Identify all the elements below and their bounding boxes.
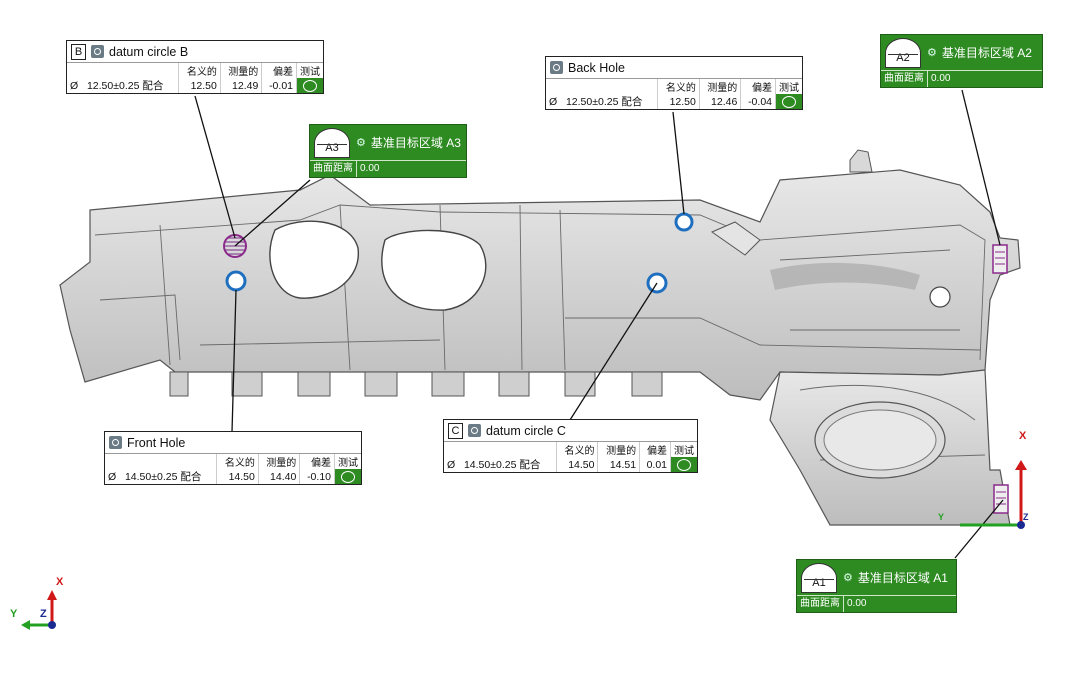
part-axis-x-label: X bbox=[1019, 430, 1027, 442]
leader-lines bbox=[194, 89, 1004, 559]
diameter-symbol: Ø bbox=[549, 96, 558, 108]
col-measured: 测量的 bbox=[698, 79, 741, 94]
col-deviation: 偏差 bbox=[639, 442, 671, 457]
target-title: 基准目标区域 A2 bbox=[941, 46, 1032, 60]
surface-distance-label: 曲面距离 bbox=[881, 71, 928, 87]
diameter-symbol: Ø bbox=[70, 80, 79, 92]
target-a2-callout[interactable]: A2 ⚙ 基准目标区域 A2 曲面距离 0.00 bbox=[880, 34, 1043, 88]
pass-circle-icon bbox=[303, 79, 317, 92]
datum-letter-b: B bbox=[71, 43, 86, 60]
circle-feature-icon bbox=[109, 436, 122, 449]
deviation-value: -0.10 bbox=[299, 469, 335, 484]
target-title: 基准目标区域 A1 bbox=[857, 571, 948, 585]
pass-indicator bbox=[296, 78, 323, 93]
nominal-value: 12.50 bbox=[178, 78, 221, 93]
col-deviation: 偏差 bbox=[740, 79, 776, 94]
target-a3-callout[interactable]: A3 ⚙ 基准目标区域 A3 曲面距离 0.00 bbox=[309, 124, 467, 178]
part-axis-y-label: Y bbox=[938, 512, 945, 522]
circle-feature-icon bbox=[550, 61, 563, 74]
view-axis-x-label: X bbox=[56, 576, 64, 588]
part-axis-triad bbox=[960, 460, 1027, 529]
fit-label: 配合 bbox=[621, 96, 643, 108]
datum-circle-c-callout[interactable]: C datum circle C 名义的 测量的 偏差 测试 Ø 14.50±0… bbox=[443, 419, 698, 473]
datum-circle-b-callout[interactable]: B datum circle B 名义的 测量的 偏差 测试 Ø 12.50±0… bbox=[66, 40, 324, 94]
deviation-value: -0.01 bbox=[261, 78, 297, 93]
deviation-value: -0.04 bbox=[740, 94, 776, 109]
fit-label: 配合 bbox=[142, 80, 164, 92]
col-nominal: 名义的 bbox=[178, 63, 221, 78]
target-a2-marker[interactable] bbox=[992, 244, 1008, 274]
back-hole-callout[interactable]: Back Hole 名义的 测量的 偏差 测试 Ø 12.50±0.25 配合 … bbox=[545, 56, 803, 110]
col-test: 测试 bbox=[775, 79, 802, 94]
target-badge: A1 bbox=[801, 562, 837, 593]
col-test: 测试 bbox=[334, 454, 361, 469]
view-axis-z-label: Z bbox=[40, 608, 47, 620]
callout-title: datum circle B bbox=[109, 44, 189, 59]
back-hole-marker[interactable] bbox=[674, 212, 694, 232]
col-nominal: 名义的 bbox=[555, 442, 598, 457]
callout-title: datum circle C bbox=[486, 423, 566, 438]
measured-value: 12.46 bbox=[698, 94, 741, 109]
diameter-symbol: Ø bbox=[108, 471, 117, 483]
pass-circle-icon bbox=[341, 470, 355, 483]
diameter-symbol: Ø bbox=[447, 459, 456, 471]
spec-value: 14.50±0.25 bbox=[124, 471, 178, 483]
callout-title: Back Hole bbox=[568, 60, 625, 75]
pass-indicator bbox=[775, 94, 802, 109]
target-area-icon: ⚙ bbox=[843, 572, 853, 584]
col-measured: 测量的 bbox=[219, 63, 262, 78]
nominal-value: 12.50 bbox=[657, 94, 700, 109]
view-axis-y-label: Y bbox=[10, 608, 18, 620]
spec-value: 12.50±0.25 bbox=[565, 96, 619, 108]
pass-circle-icon bbox=[677, 458, 691, 471]
front-hole-marker[interactable] bbox=[225, 270, 247, 292]
callout-title: Front Hole bbox=[127, 435, 186, 450]
measured-value: 14.40 bbox=[257, 469, 300, 484]
pass-indicator bbox=[334, 469, 361, 484]
col-nominal: 名义的 bbox=[657, 79, 700, 94]
front-hole-callout[interactable]: Front Hole 名义的 测量的 偏差 测试 Ø 14.50±0.25 配合… bbox=[104, 431, 362, 485]
part-axis-z-label: Z bbox=[1023, 512, 1029, 522]
fit-label: 配合 bbox=[180, 471, 202, 483]
deviation-value: 0.01 bbox=[639, 457, 671, 472]
target-title: 基准目标区域 A3 bbox=[370, 136, 461, 150]
target-area-icon: ⚙ bbox=[927, 47, 937, 59]
sheet-metal-part bbox=[59, 149, 1021, 526]
view-axis-triad bbox=[21, 590, 57, 630]
circle-feature-icon bbox=[468, 424, 481, 437]
pass-circle-icon bbox=[782, 95, 796, 108]
surface-distance-label: 曲面距离 bbox=[797, 596, 844, 612]
datum-letter-c: C bbox=[448, 422, 463, 439]
circle-feature-icon bbox=[91, 45, 104, 58]
nominal-value: 14.50 bbox=[216, 469, 259, 484]
spec-value: 14.50±0.25 bbox=[463, 459, 517, 471]
target-badge: A2 bbox=[885, 37, 921, 68]
measured-value: 12.49 bbox=[219, 78, 262, 93]
spec-value: 12.50±0.25 bbox=[86, 80, 140, 92]
col-test: 测试 bbox=[670, 442, 697, 457]
col-measured: 测量的 bbox=[597, 442, 640, 457]
pass-indicator bbox=[670, 457, 697, 472]
col-test: 测试 bbox=[296, 63, 323, 78]
measured-value: 14.51 bbox=[597, 457, 640, 472]
col-deviation: 偏差 bbox=[299, 454, 335, 469]
target-area-icon: ⚙ bbox=[356, 137, 366, 149]
nominal-value: 14.50 bbox=[555, 457, 598, 472]
fit-label: 配合 bbox=[519, 459, 541, 471]
col-deviation: 偏差 bbox=[261, 63, 297, 78]
target-a1-callout[interactable]: A1 ⚙ 基准目标区域 A1 曲面距离 0.00 bbox=[796, 559, 957, 613]
col-measured: 测量的 bbox=[257, 454, 300, 469]
target-badge: A3 bbox=[314, 127, 350, 158]
surface-distance-value: 0.00 bbox=[360, 163, 380, 174]
surface-distance-label: 曲面距离 bbox=[310, 161, 357, 177]
surface-distance-value: 0.00 bbox=[847, 598, 867, 609]
col-nominal: 名义的 bbox=[216, 454, 259, 469]
surface-distance-value: 0.00 bbox=[931, 73, 951, 84]
